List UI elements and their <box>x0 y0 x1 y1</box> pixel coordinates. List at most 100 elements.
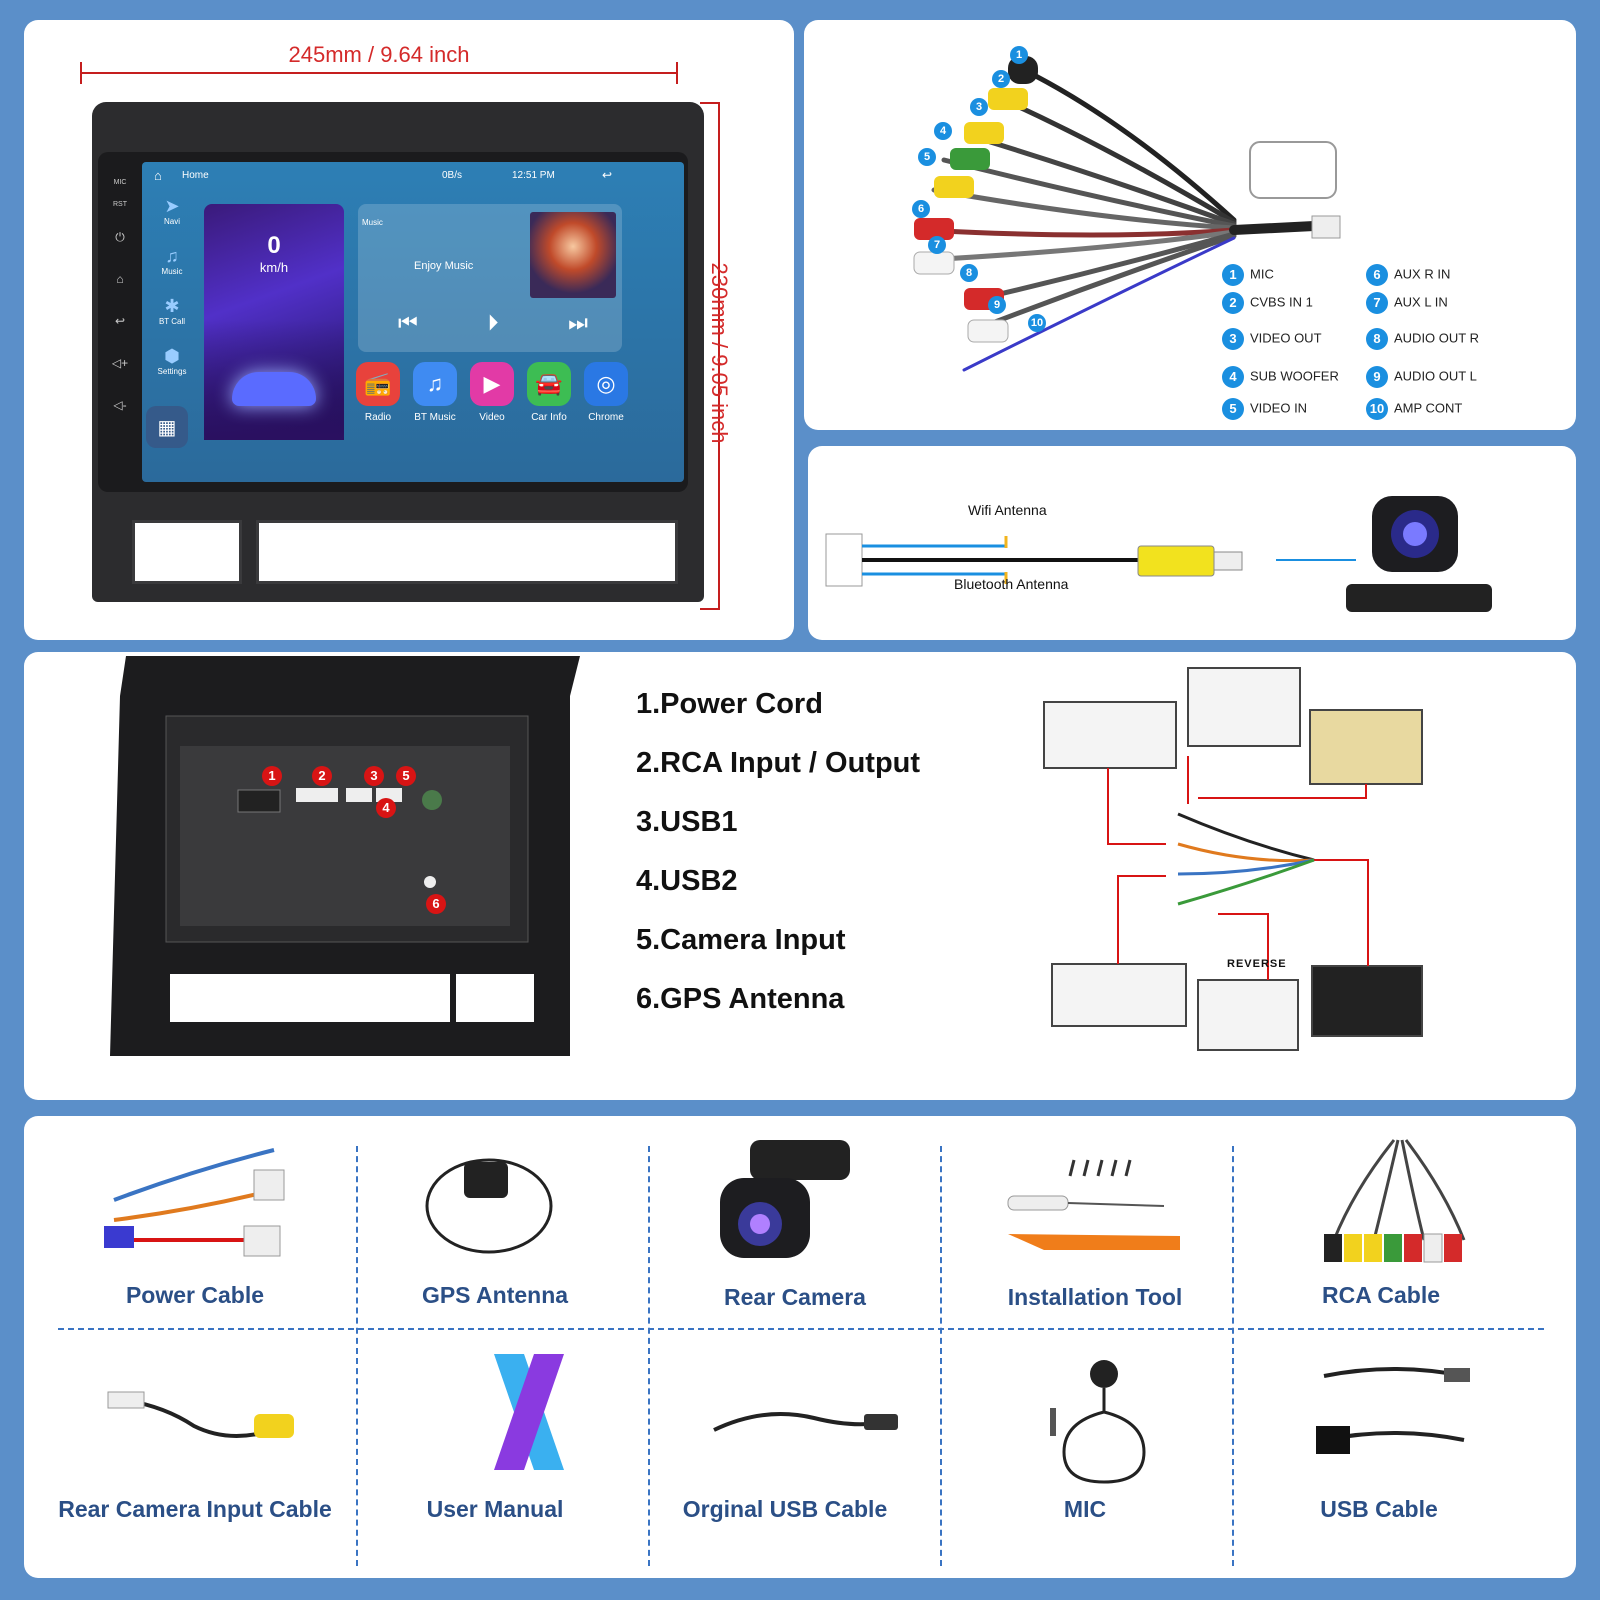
nav-label: Settings <box>157 367 187 376</box>
legend-label: AMP CONT <box>1394 400 1463 416</box>
status-bar: ⌂ Home 0B/s 12:51 PM ↩ <box>142 162 684 190</box>
home-outline-icon[interactable]: ⌂ <box>154 168 162 183</box>
height-dimension-line <box>700 102 720 610</box>
bluetooth-icon: ✱ <box>164 296 180 316</box>
port-item: 2.RCA Input / Output <box>636 747 921 779</box>
nav-item-navi[interactable]: ➤Navi <box>152 196 192 246</box>
bt-music-icon: ♫ <box>413 362 457 406</box>
rear-unit-illustration <box>110 656 580 1056</box>
legend-number: 5 <box>1222 398 1244 420</box>
app-dock: 📻 Radio ♫ BT Music ▶Video 🚘 Car Info ◎Chrom… <box>352 362 632 423</box>
music-icon: ♫ <box>165 246 179 266</box>
power-cable-thumbnail <box>104 1148 285 1257</box>
home-icon[interactable]: ⌂ <box>116 272 124 286</box>
nav-label: BT Call <box>158 317 186 326</box>
rca-legend-item: 6 AUX R IN <box>1366 264 1450 286</box>
car-icon: 🚘 <box>527 362 571 406</box>
left-vent-opening <box>132 520 242 584</box>
height-dimension-label: 230mm / 9.05 inch <box>707 262 732 444</box>
right-vent-opening <box>256 520 678 584</box>
port-badge-6: 6 <box>426 894 446 914</box>
app-label: Car Info <box>531 412 567 423</box>
rca-badge-8: 8 <box>960 264 978 282</box>
previous-track-icon[interactable]: ⏮ <box>398 310 418 335</box>
speedometer-card[interactable]: 0 km/h <box>204 204 344 440</box>
accessory-gps-antenna: GPS Antenna <box>421 1282 569 1308</box>
legend-label: AUDIO OUT R <box>1394 330 1479 346</box>
port-item: 5.Camera Input <box>636 924 846 956</box>
nav-item-music[interactable]: ♫Music <box>152 246 192 296</box>
rca-badge-7: 7 <box>928 236 946 254</box>
legend-number: 6 <box>1366 264 1388 286</box>
nav-item-bt-call[interactable]: ✱BT Call <box>152 296 192 346</box>
legend-number: 8 <box>1366 328 1388 350</box>
port-badge-5: 5 <box>396 766 416 786</box>
app-chrome[interactable]: ◎Chrome <box>580 362 632 423</box>
port-badge-3: 3 <box>364 766 384 786</box>
installation-tool-thumbnail <box>1007 1159 1180 1250</box>
all-apps-button[interactable]: ▦ <box>146 406 188 448</box>
wifi-antenna-label: Wifi Antenna <box>968 502 1047 518</box>
network-speed: 0B/s <box>442 170 463 181</box>
head-unit-panel: 245mm / 9.64 inch 230mm / 9.05 inch MIC … <box>24 20 794 640</box>
back-arrow-icon[interactable]: ↩ <box>602 168 613 182</box>
app-label: Radio <box>364 412 392 423</box>
bluetooth-antenna-label: Bluetooth Antenna <box>954 576 1069 592</box>
legend-number: 7 <box>1366 292 1388 314</box>
app-video[interactable]: ▶Video <box>466 362 518 423</box>
grid-divider <box>356 1146 358 1566</box>
volume-up-icon[interactable]: ◁+ <box>111 356 129 370</box>
rca-legend-item: 5 VIDEO IN <box>1222 398 1307 420</box>
radio-icon: 📻 <box>356 362 400 406</box>
rear-camera-input-cable-thumbnail <box>107 1391 294 1438</box>
music-widget-label: Music <box>362 218 383 227</box>
next-track-icon[interactable]: ⏭ <box>568 310 588 335</box>
port-badge-4: 4 <box>376 798 396 818</box>
play-icon[interactable]: ⏵ <box>487 310 499 335</box>
left-nav: ➤Navi ♫Music ✱BT Call ⬢Settings <box>152 196 192 396</box>
mic-label: MIC <box>113 179 127 186</box>
accessories-panel: Power Cable GPS Antenna Rear Camera Inst… <box>24 1116 1576 1578</box>
volume-down-icon[interactable]: ◁- <box>113 398 127 412</box>
usb-cable-thumbnail <box>713 1412 898 1432</box>
rca-badge-4: 4 <box>934 122 952 140</box>
app-label: Chrome <box>588 412 624 423</box>
rca-cable-thumbnail <box>1324 1139 1466 1263</box>
app-bt-music[interactable]: ♫ BT Music <box>409 362 461 423</box>
legend-label: CVBS IN 1 <box>1250 294 1313 310</box>
power-icon[interactable]: ⏻ <box>115 230 125 244</box>
apps-grid-icon: ▦ <box>157 416 177 439</box>
legend-label: MIC <box>1250 266 1274 282</box>
app-radio[interactable]: 📻 Radio <box>352 362 404 423</box>
nav-label: Music <box>161 267 183 276</box>
music-widget[interactable]: Music Enjoy Music ⏮ ⏵ ⏭ <box>358 204 622 352</box>
port-badge-1: 1 <box>262 766 282 786</box>
legend-label: SUB WOOFER <box>1250 368 1339 384</box>
legend-label: VIDEO OUT <box>1250 330 1322 346</box>
width-dimension-label: 245mm / 9.64 inch <box>288 42 470 67</box>
rca-badge-3: 3 <box>970 98 988 116</box>
speed-value: 0 <box>267 232 281 259</box>
grid-divider <box>1232 1146 1234 1566</box>
nav-item-settings[interactable]: ⬢Settings <box>152 346 192 396</box>
status-time: 12:51 PM <box>512 170 555 181</box>
port-item: 1.Power Cord <box>636 688 823 720</box>
mic-thumbnail <box>1050 1360 1146 1484</box>
antenna-camera-panel: Wifi Antenna Bluetooth Antenna <box>808 446 1576 640</box>
head-unit-screen: ⌂ Home 0B/s 12:51 PM ↩ ➤Navi ♫Music ✱BT … <box>142 162 684 482</box>
rst-label: RST <box>113 201 127 208</box>
accessory-original-usb-cable: Orginal USB Cable <box>682 1496 888 1522</box>
grid-divider <box>648 1146 650 1566</box>
legend-label: AUX R IN <box>1394 266 1451 282</box>
app-label: BT Music <box>414 412 456 423</box>
grid-divider <box>940 1146 942 1566</box>
legend-label: VIDEO IN <box>1250 400 1308 416</box>
app-car-info[interactable]: 🚘 Car Info <box>523 362 575 423</box>
rca-cable-illustration <box>913 56 1341 372</box>
back-icon[interactable]: ↩ <box>114 314 126 328</box>
legend-number: 9 <box>1366 366 1388 388</box>
legend-number: 1 <box>1222 264 1244 286</box>
